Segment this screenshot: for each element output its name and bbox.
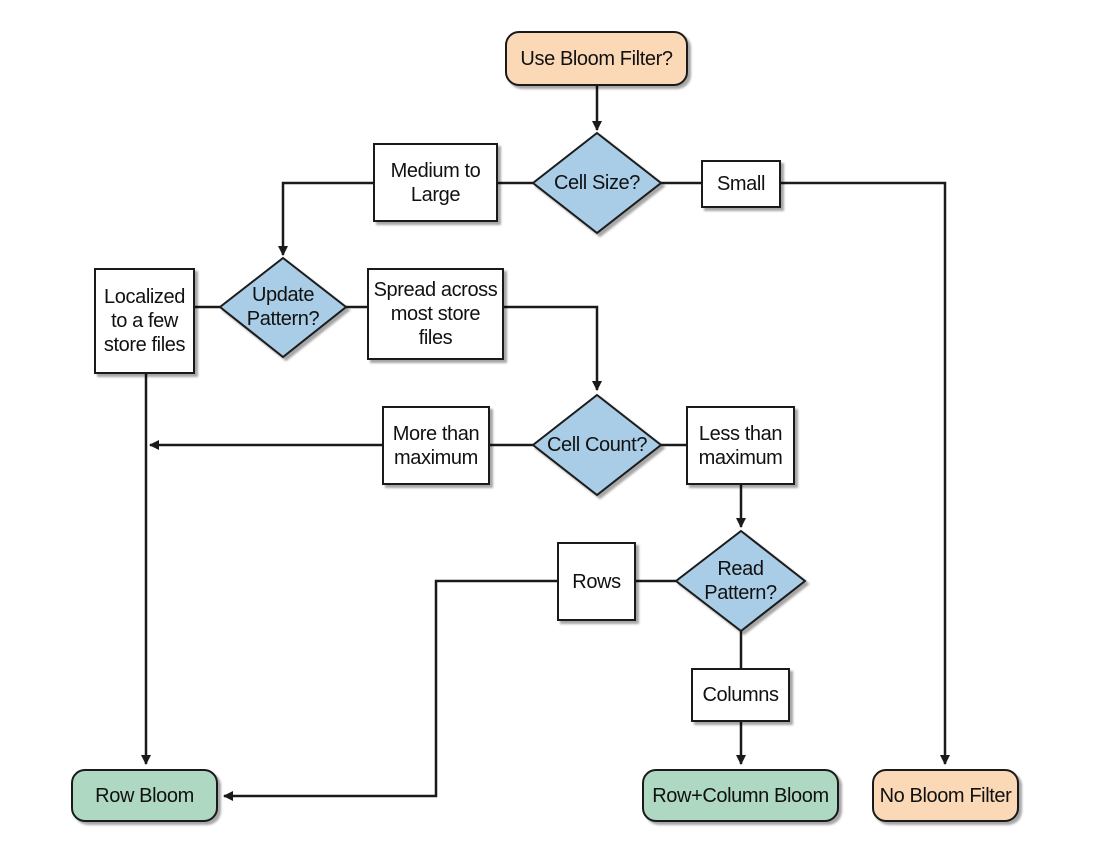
outcome-no-bloom-filter: No Bloom Filter	[872, 769, 1019, 822]
edge-spread-to-cellcount	[504, 305, 602, 391]
decision-update-pattern-shape	[218, 256, 348, 359]
edge-medium-to-update	[278, 181, 373, 256]
label-rows: Rows	[557, 542, 636, 621]
label-medium-to-large: Medium to Large	[373, 143, 498, 222]
decision-cell-size-label: Cell Size?	[553, 172, 641, 194]
label-small: Small	[701, 160, 781, 208]
start-node: Use Bloom Filter?	[505, 31, 688, 86]
outcome-row-bloom: Row Bloom	[71, 769, 218, 822]
label-columns: Columns	[691, 668, 790, 722]
decision-cell-size-shape	[531, 131, 663, 235]
decision-cell-count-shape	[531, 393, 663, 497]
label-spread-across: Spread across most store files	[367, 268, 504, 360]
outcome-row-column-bloom: Row+Column Bloom	[642, 769, 839, 822]
decision-read-pattern-shape	[674, 529, 807, 633]
label-localized: Localized to a few store files	[94, 268, 195, 374]
decision-read-pattern-label: Read Pattern?	[704, 558, 777, 604]
decision-update-pattern-label: Update Pattern?	[246, 284, 320, 330]
label-less-than-maximum: Less than maximum	[686, 406, 795, 485]
decision-cell-count-label: Cell Count?	[546, 434, 648, 456]
edge-small-to-nobloom	[781, 181, 950, 765]
edge-rows-to-rowbloom	[223, 579, 557, 801]
label-more-than-maximum: More than maximum	[382, 406, 490, 485]
